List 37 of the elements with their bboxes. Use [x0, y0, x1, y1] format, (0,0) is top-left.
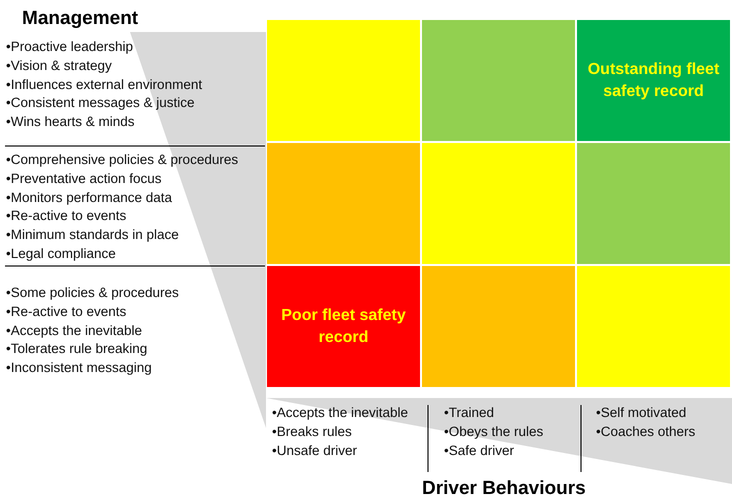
- list-item: •Influences external environment: [6, 76, 202, 93]
- matrix-cell: [422, 20, 575, 141]
- list-item: •Unsafe driver: [272, 442, 358, 459]
- list-item: •Preventative action focus: [6, 170, 162, 187]
- list-item: •Accepts the inevitable: [6, 322, 142, 339]
- matrix-cell: [577, 266, 730, 387]
- matrix-cell: [577, 20, 730, 141]
- list-item: •Safe driver: [444, 442, 514, 459]
- list-item: •Wins hearts & minds: [6, 114, 135, 130]
- list-item: •Re-active to events: [6, 208, 126, 224]
- axis-title: Driver Behaviours: [422, 478, 586, 500]
- list-item: •Proactive leadership: [6, 39, 134, 55]
- list-item: •Monitors performance data: [6, 190, 172, 206]
- list-item: •Consistent messages & justice: [6, 95, 195, 112]
- axis-title: Management: [22, 8, 138, 30]
- matrix-cell: [267, 266, 420, 387]
- list-item: •Tolerates rule breaking: [6, 341, 148, 358]
- list-item: •Self motivated: [596, 405, 686, 421]
- matrix-cell: [422, 266, 575, 387]
- matrix-cell: [267, 143, 420, 264]
- list-item: •Coaches others: [596, 424, 696, 440]
- list-item: •Re-active to events: [6, 304, 126, 320]
- list-item: •Accepts the inevitable: [272, 405, 408, 421]
- matrix-cell: [267, 20, 420, 141]
- list-item: •Trained: [444, 405, 494, 421]
- list-item: •Inconsistent messaging: [6, 360, 152, 376]
- list-item: •Legal compliance: [6, 246, 116, 262]
- list-item: •Breaks rules: [272, 424, 352, 440]
- cell-label: Poor fleet safety record: [280, 306, 407, 348]
- list-item: •Vision & strategy: [6, 58, 112, 74]
- list-item: •Some policies & procedures: [6, 285, 179, 301]
- list-item: •Minimum standards in place: [6, 227, 179, 244]
- matrix-cell: [422, 143, 575, 264]
- cell-label: Outstanding fleet safety record: [586, 60, 720, 102]
- matrix-cell: [577, 143, 730, 264]
- list-item: •Obeys the rules: [444, 424, 544, 440]
- list-item: •Comprehensive policies & procedures: [6, 152, 238, 168]
